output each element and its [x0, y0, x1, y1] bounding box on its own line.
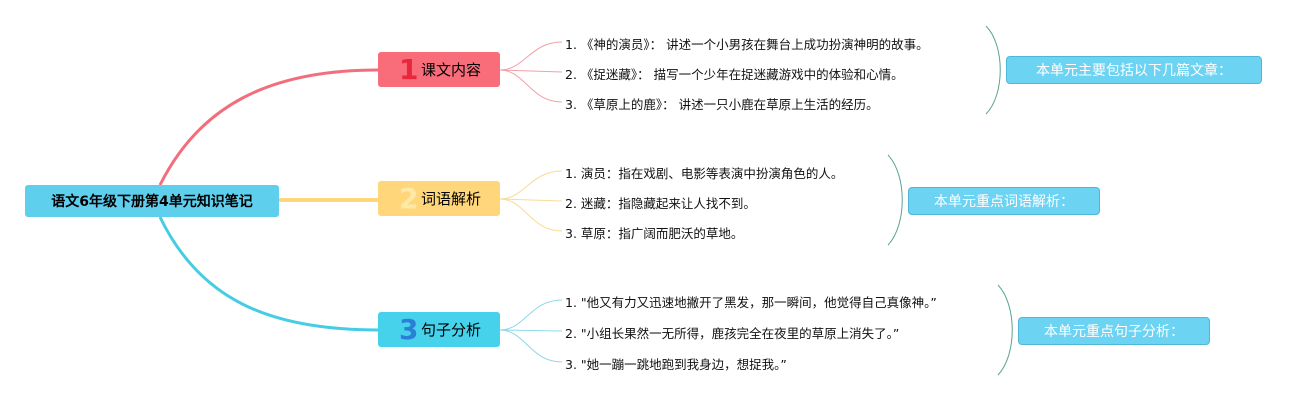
summary-bracket-2 — [887, 154, 903, 246]
subtopic-item[interactable]: 1. "他又有力又迅速地撇开了黑发，那一瞬间，他觉得自己真像神。” — [565, 295, 937, 310]
branch-label: 句子分析 — [421, 321, 482, 339]
subtopic-item[interactable]: 2. 迷藏：指隐藏起来让人找不到。 — [565, 196, 756, 211]
branch-topic-1[interactable]: 1 课文内容 — [378, 52, 500, 87]
branch-label: 课文内容 — [421, 61, 482, 79]
subtopic-item[interactable]: 2. 《捉迷藏》： 描写一个少年在捉迷藏游戏中的体验和心情。 — [565, 67, 904, 82]
connector-branch-2-items — [499, 170, 563, 232]
summary-bracket-3 — [997, 284, 1013, 376]
connector-root-branch-1 — [158, 68, 379, 186]
root-topic[interactable]: 语文6年级下册第4单元知识笔记 — [25, 185, 279, 217]
branch-label: 词语解析 — [421, 190, 482, 208]
subtopic-item[interactable]: 3. 草原：指广阔而肥沃的草地。 — [565, 226, 744, 241]
connector-branch-3-items — [499, 299, 563, 363]
summary-node-3[interactable]: 本单元重点句子分析： — [1018, 317, 1210, 345]
connector-branch-1-items — [499, 41, 563, 103]
subtopic-item[interactable]: 3. 《草原上的鹿》： 讲述一只小鹿在草原上生活的经历。 — [565, 97, 879, 112]
summary-bracket-1 — [985, 25, 1001, 115]
subtopic-item[interactable]: 1. 演员：指在戏剧、电影等表演中扮演角色的人。 — [565, 166, 844, 181]
number-1-icon: 1 — [399, 52, 419, 86]
summary-node-1[interactable]: 本单元主要包括以下几篇文章： — [1006, 56, 1262, 84]
connector-root-branch-3 — [158, 216, 379, 332]
summary-node-2[interactable]: 本单元重点词语解析： — [908, 187, 1100, 215]
subtopic-item[interactable]: 3. "她一蹦一跳地跑到我身边，想捉我。” — [565, 357, 787, 372]
number-3-icon: 3 — [399, 312, 419, 346]
branch-topic-2[interactable]: 2 词语解析 — [378, 181, 500, 216]
branch-topic-3[interactable]: 3 句子分析 — [378, 312, 500, 347]
subtopic-item[interactable]: 1. 《神的演员》： 讲述一个小男孩在舞台上成功扮演神明的故事。 — [565, 37, 929, 52]
number-2-icon: 2 — [399, 181, 419, 215]
subtopic-item[interactable]: 2. "小组长果然一无所得，鹿孩完全在夜里的草原上消失了。” — [565, 326, 900, 341]
